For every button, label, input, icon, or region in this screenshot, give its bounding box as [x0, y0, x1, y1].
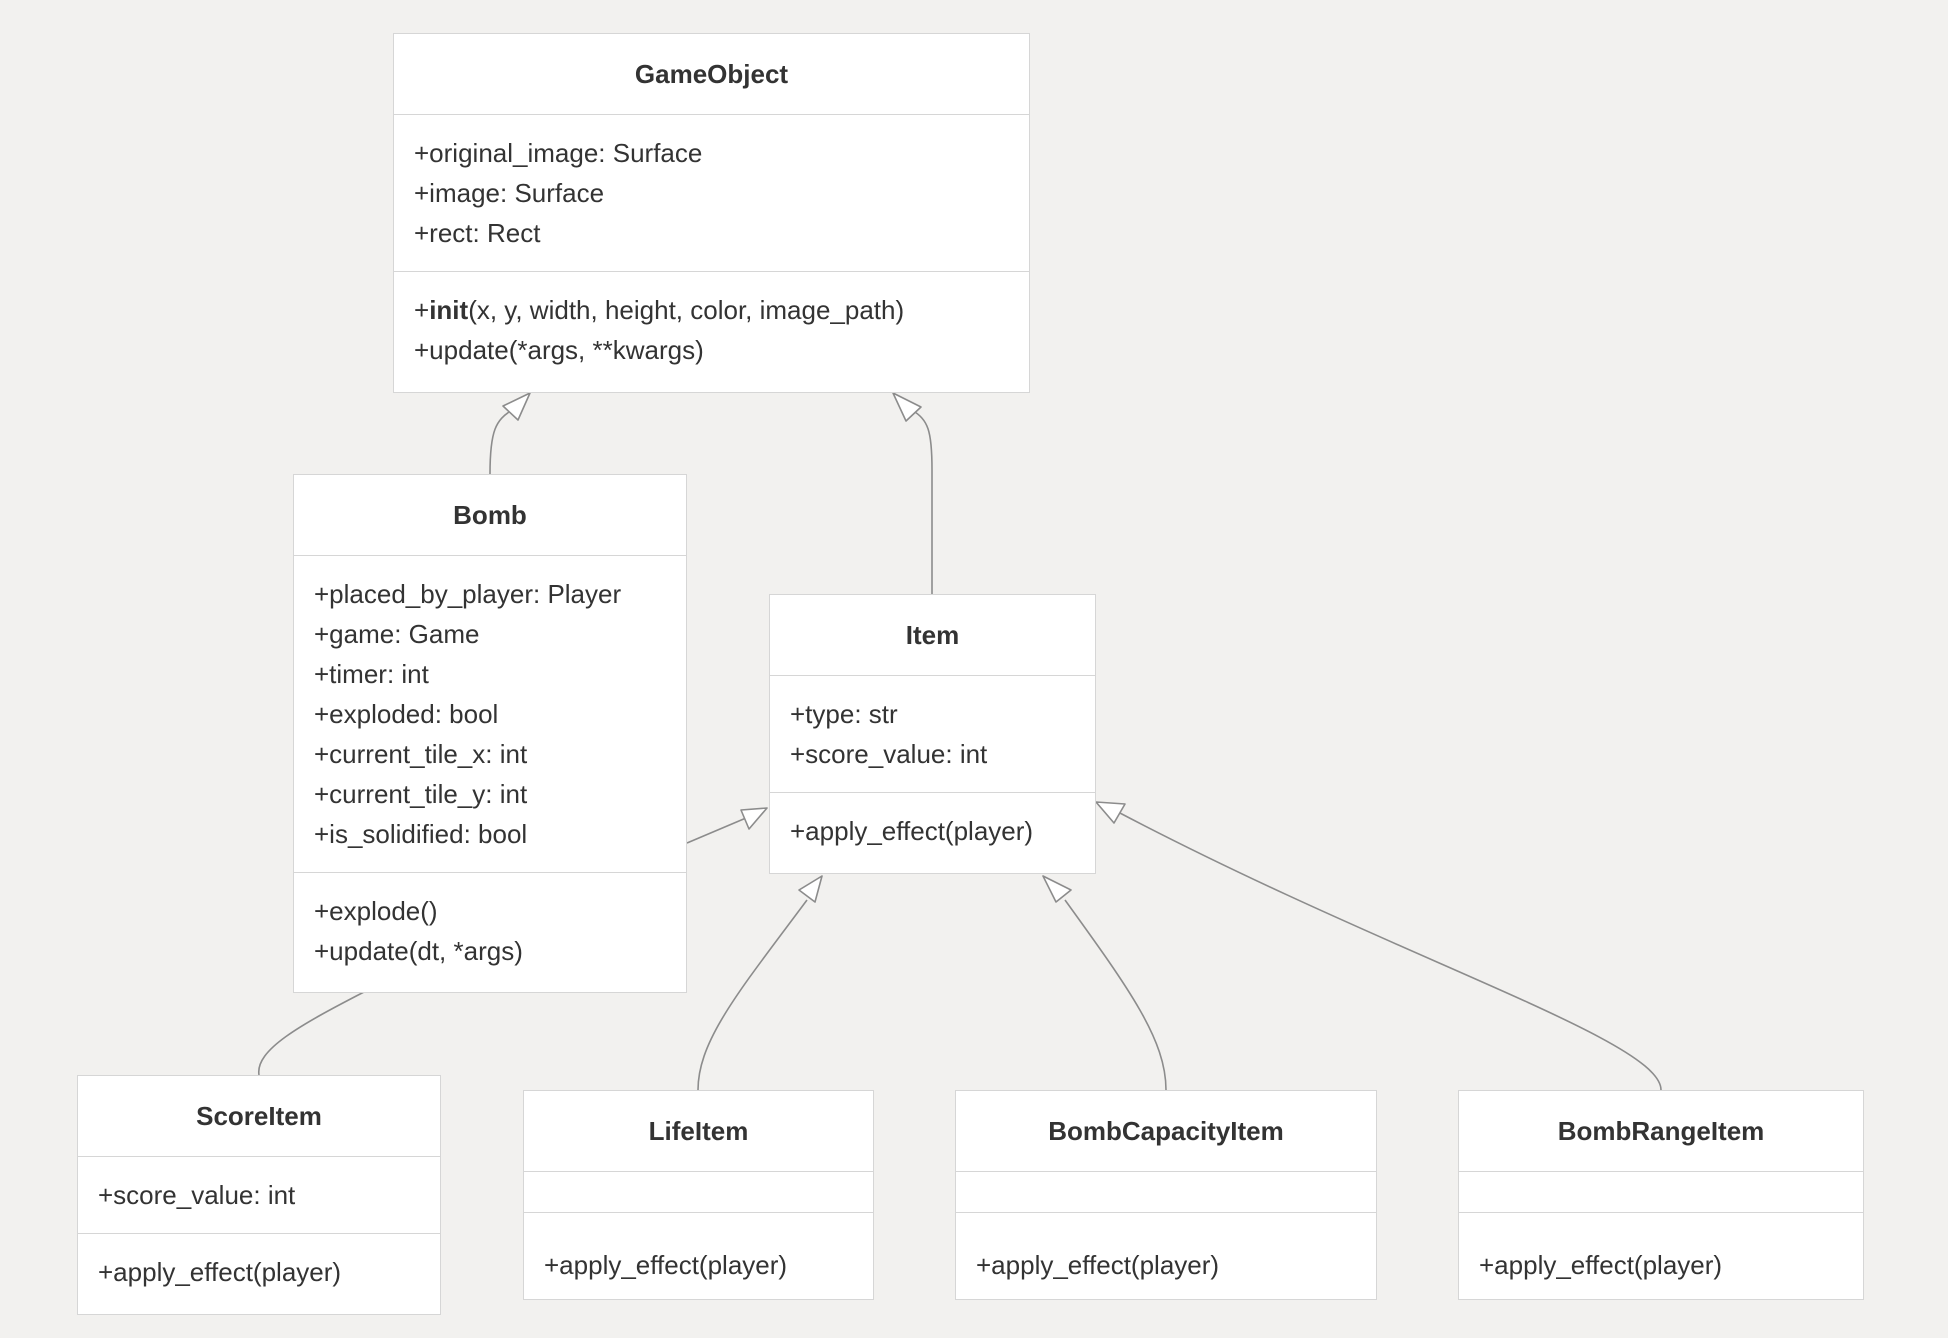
edge-bombrangeitem-to-item	[1117, 811, 1662, 1091]
inheritance-arrowhead	[1095, 801, 1126, 824]
class-title: BombRangeItem	[1459, 1091, 1863, 1172]
inheritance-arrowhead	[502, 392, 531, 421]
inheritance-arrowhead	[798, 875, 823, 903]
attribute: +score_value: int	[790, 739, 988, 769]
attribute-list-empty	[524, 1172, 873, 1213]
inheritance-arrowhead	[1042, 875, 1072, 903]
attribute: +original_image: Surface	[414, 138, 703, 168]
method: +apply_effect(player)	[1479, 1250, 1723, 1280]
method-name-init: init	[429, 295, 469, 325]
edge-scoreitem-to-bomb	[258, 991, 365, 1076]
method-init: +init(x, y, width, height, color, image_…	[414, 290, 1009, 330]
edge-item-to-gameobject	[911, 409, 933, 594]
method: +apply_effect(player)	[976, 1250, 1220, 1280]
attribute: +placed_by_player: Player	[314, 579, 622, 609]
method-list: +explode() +update(dt, *args)	[294, 873, 686, 989]
class-title: LifeItem	[524, 1091, 873, 1172]
inheritance-arrowhead	[740, 807, 768, 830]
edge-bomb-to-item	[686, 817, 747, 844]
class-title: ScoreItem	[78, 1076, 440, 1157]
attribute-list-empty	[1459, 1172, 1863, 1213]
method: +apply_effect(player)	[790, 816, 1034, 846]
method-visibility: +	[414, 295, 430, 325]
edge-bombcapacityitem-to-item	[1064, 899, 1167, 1091]
method: +explode()	[314, 896, 438, 926]
method-list: +apply_effect(player)	[524, 1213, 873, 1303]
attribute-list: +original_image: Surface +image: Surface…	[394, 115, 1029, 272]
edge-lifeitem-to-item	[697, 899, 808, 1091]
class-title: Bomb	[294, 475, 686, 556]
class-title: GameObject	[394, 34, 1029, 115]
attribute: +is_solidified: bool	[314, 819, 528, 849]
class-title: Item	[770, 595, 1095, 676]
method: +update(*args, **kwargs)	[414, 335, 704, 365]
attribute: +current_tile_y: int	[314, 779, 528, 809]
attribute-list: +placed_by_player: Player +game: Game +t…	[294, 556, 686, 873]
class-bombcapacityitem[interactable]: BombCapacityItem +apply_effect(player)	[955, 1090, 1377, 1300]
attribute: +exploded: bool	[314, 699, 499, 729]
attribute: +image: Surface	[414, 178, 605, 208]
class-item[interactable]: Item +type: str +score_value: int +apply…	[769, 594, 1096, 874]
class-lifeitem[interactable]: LifeItem +apply_effect(player)	[523, 1090, 874, 1300]
attribute: +game: Game	[314, 619, 480, 649]
attribute: +score_value: int	[98, 1180, 296, 1210]
attribute: +type: str	[790, 699, 898, 729]
class-scoreitem[interactable]: ScoreItem +score_value: int +apply_effec…	[77, 1075, 441, 1315]
class-title: BombCapacityItem	[956, 1091, 1376, 1172]
method-list: +apply_effect(player)	[1459, 1213, 1863, 1303]
attribute: +rect: Rect	[414, 218, 541, 248]
method: +apply_effect(player)	[544, 1250, 788, 1280]
class-bombrangeitem[interactable]: BombRangeItem +apply_effect(player)	[1458, 1090, 1864, 1300]
attribute-list: +score_value: int	[78, 1157, 440, 1234]
method: +update(dt, *args)	[314, 936, 523, 966]
attribute-list: +type: str +score_value: int	[770, 676, 1095, 793]
method-args: (x, y, width, height, color, image_path)	[468, 295, 905, 325]
method-list: +init(x, y, width, height, color, image_…	[394, 272, 1029, 388]
method: +apply_effect(player)	[98, 1257, 342, 1287]
class-bomb[interactable]: Bomb +placed_by_player: Player +game: Ga…	[293, 474, 687, 993]
class-gameobject[interactable]: GameObject +original_image: Surface +ima…	[393, 33, 1030, 393]
attribute: +current_tile_x: int	[314, 739, 528, 769]
attribute-list-empty	[956, 1172, 1376, 1213]
edge-bomb-to-gameobject	[489, 409, 513, 475]
attribute: +timer: int	[314, 659, 429, 689]
method-list: +apply_effect(player)	[770, 793, 1095, 869]
inheritance-arrowhead	[892, 392, 922, 422]
method-list: +apply_effect(player)	[78, 1234, 440, 1310]
method-list: +apply_effect(player)	[956, 1213, 1376, 1303]
